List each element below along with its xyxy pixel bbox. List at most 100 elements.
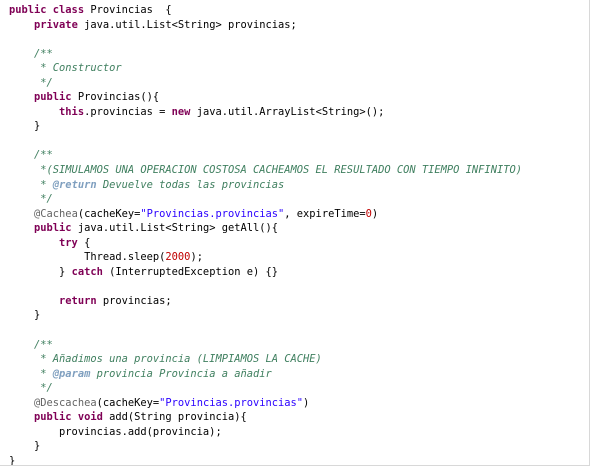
- code-line[interactable]: }: [9, 439, 522, 454]
- code-line[interactable]: * @return Devuelve todas las provincias: [9, 178, 522, 193]
- code-line[interactable]: try {: [9, 236, 522, 251]
- code-token: [9, 368, 40, 380]
- code-line[interactable]: }: [9, 308, 522, 323]
- string-token: "Provincias.provincias": [140, 207, 285, 220]
- code-token: [9, 48, 34, 60]
- code-token: Provincias(){: [71, 91, 160, 104]
- comment-token: */: [40, 76, 53, 89]
- comment-token: /**: [34, 149, 53, 162]
- code-token: [9, 77, 40, 89]
- code-token: [9, 339, 34, 351]
- code-token: }: [9, 440, 41, 453]
- code-token: ): [371, 207, 379, 220]
- code-token: (InterruptedException e) {}: [102, 265, 279, 278]
- code-line[interactable]: }: [9, 454, 522, 466]
- code-token: [9, 295, 59, 307]
- code-line[interactable]: Thread.sleep(2000);: [9, 250, 522, 265]
- code-line[interactable]: [9, 32, 522, 47]
- code-line[interactable]: [9, 134, 522, 149]
- code-line[interactable]: public Provincias(){: [9, 90, 522, 105]
- code-token: [9, 164, 40, 176]
- code-token: [9, 353, 40, 365]
- code-token: Provincias {: [84, 4, 172, 16]
- keyword-token: return: [59, 294, 97, 307]
- javadoc-tag-token: @param: [52, 367, 91, 380]
- number-token: 0: [365, 207, 372, 220]
- code-line[interactable]: /**: [9, 148, 522, 163]
- code-token: }: [9, 265, 72, 278]
- code-token: [9, 208, 34, 220]
- code-line[interactable]: */: [9, 381, 522, 396]
- code-token: , expireTime=: [284, 207, 366, 220]
- code-token: provincias.add(provincia);: [9, 425, 222, 438]
- code-token: (cacheKey=: [77, 207, 141, 220]
- code-line[interactable]: public void add(String provincia){: [9, 410, 522, 425]
- code-line[interactable]: } catch (InterruptedException e) {}: [9, 265, 522, 280]
- comment-token: * Añadimos una provincia (LIMPIAMOS LA C…: [40, 353, 322, 366]
- code-token: provincias;: [96, 294, 172, 307]
- code-token: [9, 19, 34, 31]
- keyword-token: public: [34, 91, 72, 104]
- comment-token: Devuelve todas las provincias: [96, 178, 285, 191]
- code-token: [9, 179, 40, 191]
- code-line[interactable]: @Descachea(cacheKey="Provincias.provinci…: [9, 396, 522, 411]
- code-token: [9, 382, 40, 394]
- keyword-token: new: [171, 105, 191, 118]
- comment-token: */: [40, 382, 53, 395]
- keyword-token: catch: [71, 265, 103, 278]
- code-line[interactable]: }: [9, 119, 522, 134]
- comment-token: */: [40, 193, 53, 206]
- code-token: [9, 149, 34, 161]
- annotation-token: @Cachea: [34, 207, 78, 220]
- code-line[interactable]: [9, 323, 522, 338]
- code-token: [9, 397, 34, 409]
- code-line[interactable]: this.provincias = new java.util.ArrayLis…: [9, 105, 522, 120]
- comment-token: /**: [34, 338, 53, 351]
- code-line[interactable]: private java.util.List<String> provincia…: [9, 18, 522, 33]
- comment-token: *: [40, 367, 53, 380]
- code-line[interactable]: /**: [9, 338, 522, 353]
- code-token: }: [9, 454, 16, 466]
- comment-token: /**: [34, 47, 53, 60]
- code-token: java.util.List<String> provincias;: [77, 18, 297, 31]
- code-token: [9, 222, 34, 234]
- code-line[interactable]: * Añadimos una provincia (LIMPIAMOS LA C…: [9, 352, 522, 367]
- code-token: java.util.ArrayList<String>();: [190, 105, 385, 118]
- code-token: {: [77, 236, 91, 249]
- code-line[interactable]: provincias.add(provincia);: [9, 425, 522, 440]
- code-token: Thread.sleep(: [9, 251, 166, 264]
- code-text[interactable]: public class Provincias { private java.u…: [9, 3, 522, 466]
- code-line[interactable]: public java.util.List<String> getAll(){: [9, 221, 522, 236]
- code-token: [9, 193, 40, 205]
- code-line[interactable]: @Cachea(cacheKey="Provincias.provincias"…: [9, 207, 522, 222]
- code-token: }: [9, 309, 41, 322]
- comment-token: *: [40, 178, 53, 191]
- code-token: );: [190, 251, 203, 264]
- keyword-token: public: [34, 222, 72, 235]
- code-line[interactable]: */: [9, 192, 522, 207]
- code-token: .provincias =: [84, 105, 172, 118]
- code-line[interactable]: return provincias;: [9, 294, 522, 309]
- code-line[interactable]: * Constructor: [9, 61, 522, 76]
- keyword-token: try: [59, 236, 78, 249]
- code-token: java.util.List<String> getAll(){: [71, 222, 279, 235]
- comment-token: * Constructor: [40, 62, 122, 75]
- number-token: 2000: [165, 251, 191, 264]
- keyword-token: public void: [34, 411, 103, 424]
- code-token: add(String provincia){: [102, 411, 247, 424]
- code-token: }: [9, 120, 41, 133]
- code-line[interactable]: [9, 279, 522, 294]
- string-token: "Provincias.provincias": [159, 396, 304, 409]
- code-line[interactable]: */: [9, 76, 522, 91]
- annotation-token: @Descachea: [34, 396, 97, 409]
- code-token: [9, 106, 59, 118]
- keyword-token: this: [59, 105, 85, 118]
- comment-token: provincia Provincia a añadir: [90, 367, 272, 380]
- code-line[interactable]: /**: [9, 47, 522, 62]
- code-token: [9, 411, 34, 423]
- code-token: [9, 237, 59, 249]
- code-line[interactable]: *(SIMULAMOS UNA OPERACION COSTOSA CACHEA…: [9, 163, 522, 178]
- code-line[interactable]: * @param provincia Provincia a añadir: [9, 367, 522, 382]
- code-line[interactable]: public class Provincias {: [9, 3, 522, 18]
